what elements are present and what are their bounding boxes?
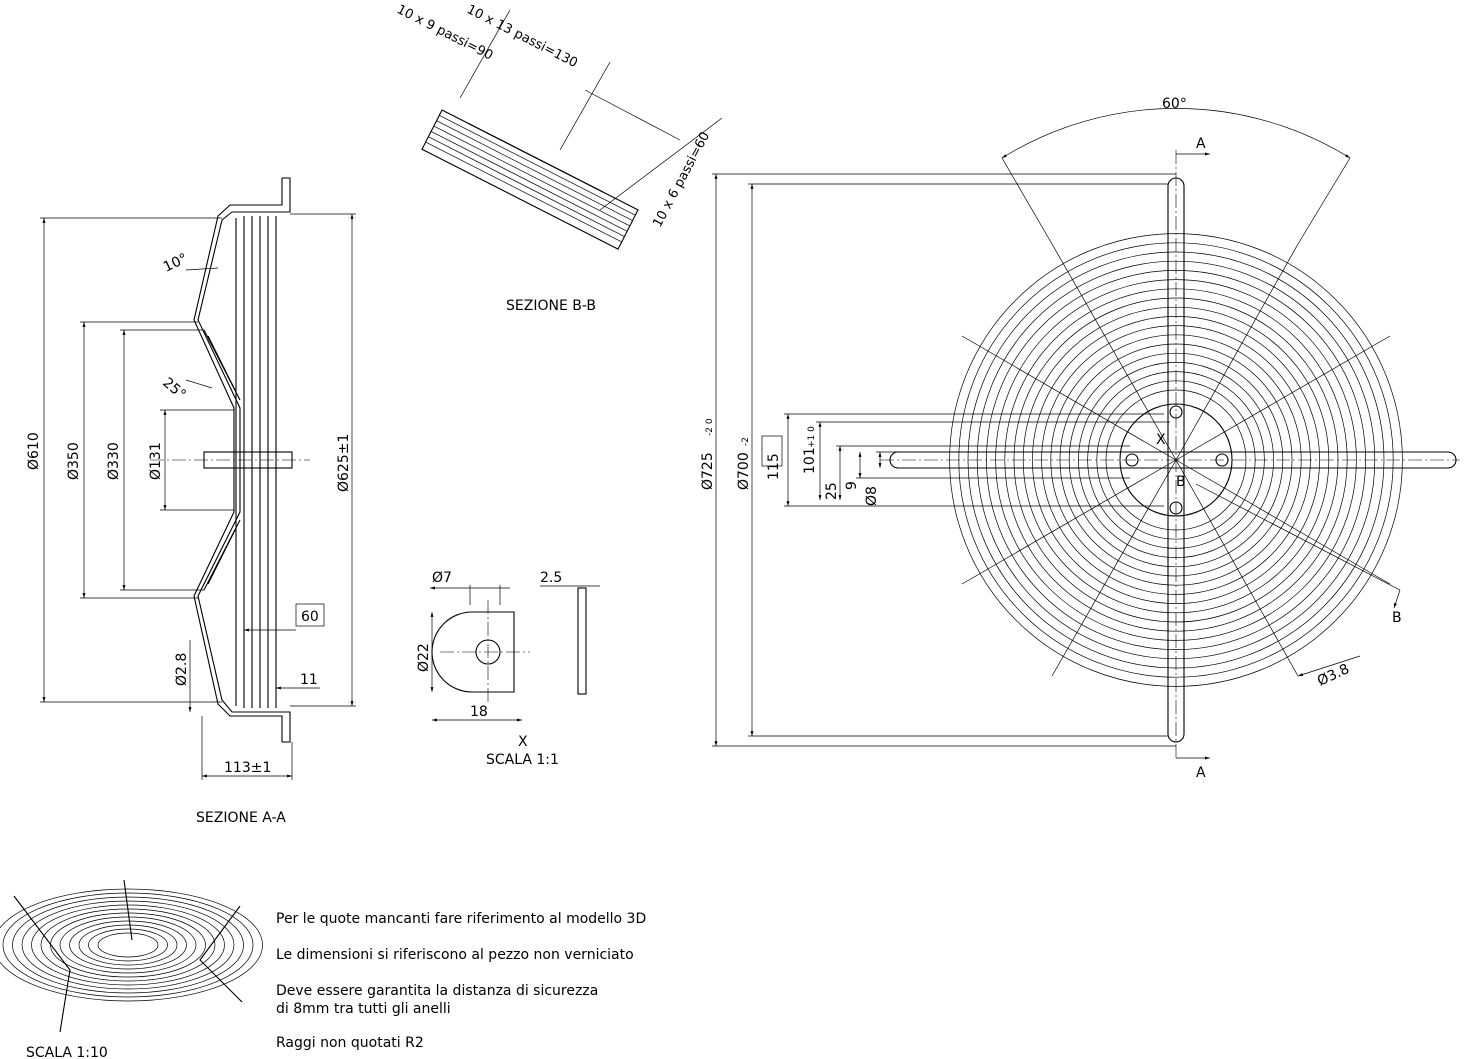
dim-w18: 18 (470, 704, 488, 720)
dim-len-11: 11 (300, 672, 318, 688)
iso-ring (59, 916, 197, 974)
section-marker-b-right: B (1392, 610, 1402, 626)
iso-ring (21, 900, 235, 990)
dim-box-60: 60 (301, 609, 319, 625)
iso-ring (97, 932, 159, 958)
note-unpainted-part: Le dimensioni si riferiscono al pezzo no… (276, 947, 634, 963)
dim-d610: Ø610 (26, 432, 42, 470)
iso-ring (31, 904, 225, 986)
iso-ring (50, 912, 206, 978)
dim-angle-10: 10° (161, 251, 190, 276)
dim-d700-tol: -2 (741, 437, 751, 446)
dim-len-25: 25 (824, 482, 840, 500)
dim-d350: Ø350 (66, 442, 82, 480)
dim-d3-8: Ø3.8 (1315, 661, 1352, 690)
dim-d725: Ø725 (700, 452, 716, 490)
note-missing-dimensions: Per le quote mancanti fare riferimento a… (276, 911, 646, 927)
note-safety-distance-cont: di 8mm tra tutti gli anelli (276, 1001, 451, 1017)
dim-d7: Ø7 (432, 570, 452, 586)
iso-view-scale: SCALA 1:10 (26, 1045, 108, 1059)
detail-marker-x: X (1156, 432, 1166, 448)
iso-ring (88, 928, 168, 962)
dim-t2-5: 2.5 (540, 570, 562, 586)
dim-d625: Ø625±1 (336, 434, 352, 492)
dim-angle-60: 60° (1162, 96, 1187, 112)
dim-d725-tol: -2 0 (705, 418, 715, 436)
dim-d131: Ø131 (148, 442, 164, 480)
dim-d115: 115 (766, 453, 782, 480)
dim-angle-25: 25° (159, 375, 188, 403)
detail-x-scale: SCALA 1:1 (486, 752, 559, 768)
section-marker-b-center: B (1176, 474, 1186, 490)
iso-ring (69, 920, 187, 970)
dim-d700: Ø700 (736, 452, 752, 490)
section-bb-title: SEZIONE B-B (506, 298, 596, 314)
dim-d101: 101 (802, 447, 818, 474)
dim-len-113: 113±1 (224, 760, 271, 776)
section-marker-a-top: A (1196, 136, 1206, 152)
detail-x-title: X (518, 734, 528, 750)
dim-d22: Ø22 (416, 643, 432, 672)
dim-d101-tol: +1 0 (807, 426, 817, 448)
dim-d2-8: Ø2.8 (174, 653, 190, 686)
iso-ring (0, 888, 263, 1002)
iso-ring (2, 892, 254, 998)
iso-ring (78, 924, 178, 966)
iso-ring (12, 896, 244, 994)
note-radii: Raggi non quotati R2 (276, 1035, 424, 1051)
notes-block: Per le quote mancanti fare riferimento a… (276, 911, 646, 1051)
iso-view: SCALA 1:10 (0, 879, 263, 1059)
note-safety-distance: Deve essere garantita la distanza di sic… (276, 983, 598, 999)
dim-d8: Ø8 (864, 486, 880, 506)
iso-ring (40, 908, 216, 982)
dim-pitch-60: 10 x 6 passi=60 (650, 129, 713, 229)
detail-x-view: Ø7 Ø22 18 2.5 X SCALA 1:1 (416, 570, 600, 768)
dim-d330: Ø330 (106, 442, 122, 480)
dim-len-9: 9 (844, 481, 860, 490)
section-aa-view: Ø610 Ø350 Ø330 Ø131 Ø625±1 Ø2.8 10° 25° … (26, 177, 356, 826)
front-view: 60° A A B B X Ø725 -2 0 Ø700 -2 115 101 … (700, 96, 1460, 781)
section-bb-view: 10 x 9 passi=90 10 x 13 passi=130 10 x 6… (394, 2, 723, 314)
section-aa-title: SEZIONE A-A (196, 810, 286, 826)
section-marker-a-bottom: A (1196, 765, 1206, 781)
